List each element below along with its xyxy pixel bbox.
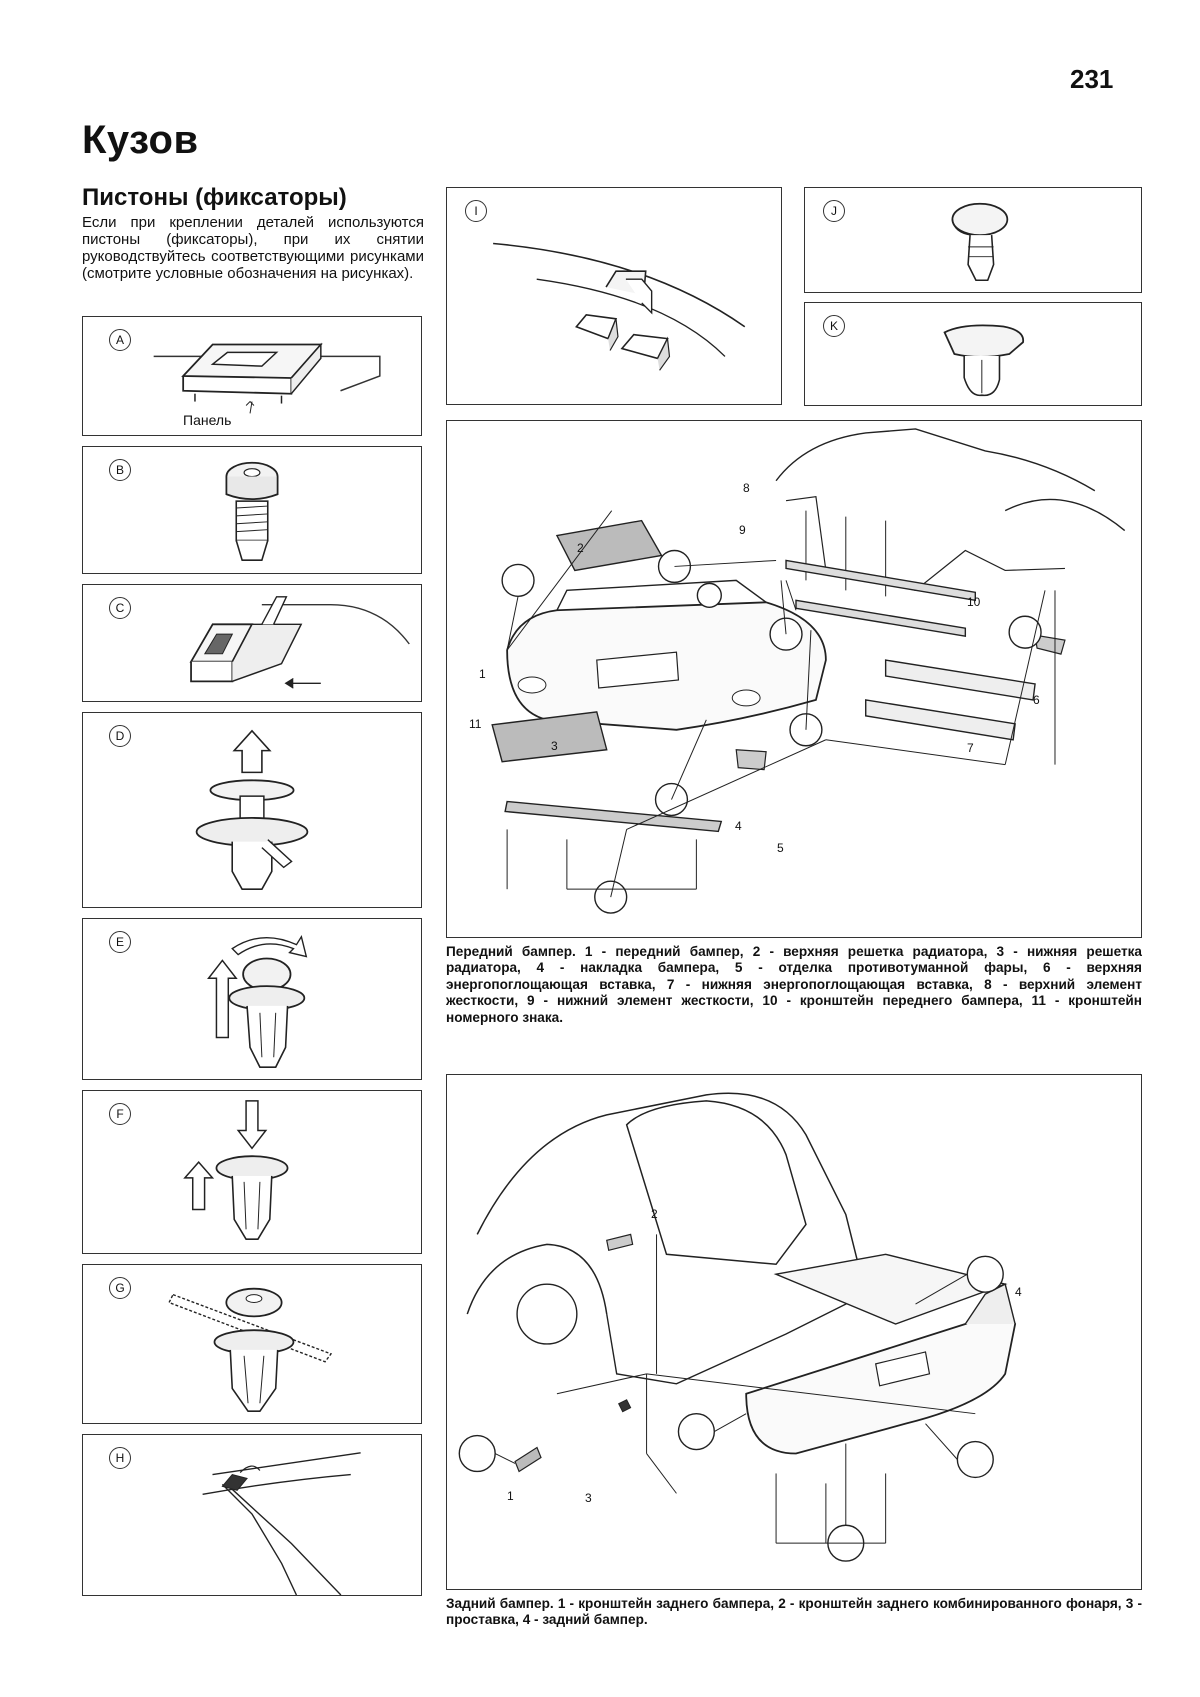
panel-h: H — [82, 1434, 422, 1596]
panel-h-label: H — [109, 1447, 131, 1469]
panel-e-rotate-clip-drawing — [207, 935, 308, 1068]
panel-i-clip-drawing — [493, 242, 746, 371]
panel-g-label: G — [109, 1277, 131, 1299]
front-bumper-drawing — [491, 428, 1126, 914]
panel-e: E — [82, 918, 422, 1080]
front-part-number-6: 6 — [1033, 693, 1040, 707]
panel-a-caption: Панель — [183, 412, 232, 428]
page-number: 231 — [1070, 64, 1114, 94]
panel-d-label: D — [109, 725, 131, 747]
rear-bumper-drawing — [458, 1092, 1017, 1562]
front-part-number-5: 5 — [777, 841, 784, 855]
panel-k: K — [804, 302, 1142, 406]
panel-b-screw-clip-drawing — [225, 461, 279, 561]
intro-text: Если при креплении деталей используются … — [82, 214, 424, 282]
section-title: Пистоны (фиксаторы) — [82, 184, 347, 211]
panel-e-label: E — [109, 931, 131, 953]
panel-b: B — [82, 446, 422, 574]
front-part-number-7: 7 — [967, 741, 974, 755]
panel-g: G — [82, 1264, 422, 1424]
rear-bumper-caption: Задний бампер. 1 - кронштейн заднего бам… — [446, 1596, 1142, 1628]
rear-part-number-1: 1 — [507, 1489, 514, 1503]
rear-part-number-2: 2 — [651, 1207, 658, 1221]
front-part-number-4: 4 — [735, 819, 742, 833]
panel-k-label: K — [823, 315, 845, 337]
front-part-number-11: 11 — [469, 717, 482, 731]
front-part-number-3: 3 — [551, 739, 558, 753]
panel-f: F — [82, 1090, 422, 1254]
panel-a-label: A — [109, 329, 131, 351]
front-part-number-8: 8 — [743, 481, 750, 495]
panel-d: D — [82, 712, 422, 908]
panel-g-clip-drawing — [168, 1287, 333, 1412]
chapter-title: Кузов — [82, 118, 199, 162]
panel-i-label: I — [465, 200, 487, 222]
panel-c-label: C — [109, 597, 131, 619]
panel-j: J — [804, 187, 1142, 293]
front-part-number-10: 10 — [967, 595, 981, 609]
front-part-number-1: 1 — [479, 667, 486, 681]
panel-a: A Панель — [82, 316, 422, 436]
panel-h-clip-drawing — [202, 1452, 361, 1595]
panel-a-clip-drawing — [153, 342, 381, 414]
panel-b-label: B — [109, 459, 131, 481]
panel-f-pin-clip-drawing — [183, 1100, 289, 1240]
panel-c-clip-drawing — [189, 596, 410, 689]
rear-part-number-4: 4 — [1015, 1285, 1022, 1299]
panel-j-label: J — [823, 200, 845, 222]
rear-bumper-diagram: 1 2 3 4 — [446, 1074, 1142, 1590]
front-bumper-diagram: 2 8 9 10 6 7 1 11 3 5 4 — [446, 420, 1142, 938]
front-part-number-2: 2 — [577, 541, 584, 555]
panel-d-push-clip-drawing — [195, 729, 309, 890]
rear-part-number-3: 3 — [585, 1491, 592, 1505]
front-bumper-caption: Передний бампер. 1 - передний бампер, 2 … — [446, 944, 1142, 1025]
panel-c: C — [82, 584, 422, 702]
panel-f-label: F — [109, 1103, 131, 1125]
front-part-number-9: 9 — [739, 523, 746, 537]
panel-i: I — [446, 187, 782, 405]
panel-k-clip-drawing — [943, 324, 1025, 397]
panel-j-clip-drawing — [951, 202, 1009, 282]
